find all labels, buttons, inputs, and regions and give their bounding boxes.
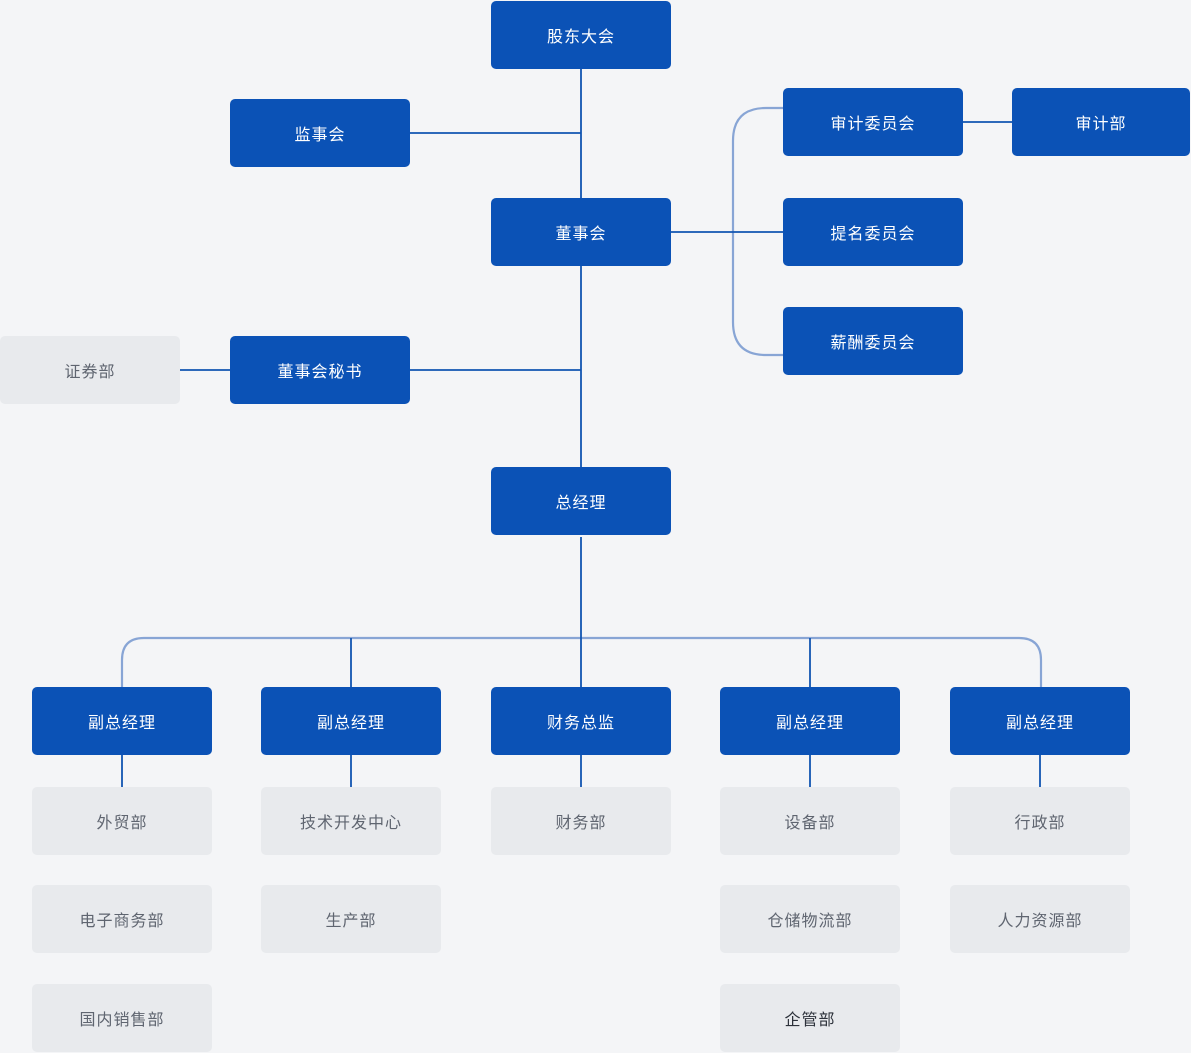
org-node-nomination-committee[interactable]: 提名委员会: [783, 198, 963, 266]
org-node-supervisory-board[interactable]: 监事会: [230, 99, 410, 167]
org-node-domestic-sales[interactable]: 国内销售部: [32, 984, 212, 1052]
node-label: 副总经理: [87, 715, 156, 732]
node-label: 董事会秘书: [277, 364, 363, 381]
node-label: 电子商务部: [79, 913, 165, 930]
org-node-remuneration-committee[interactable]: 薪酬委员会: [783, 307, 963, 375]
org-node-deputy-gm-2[interactable]: 副总经理: [261, 687, 441, 755]
node-label: 财务总监: [546, 715, 615, 732]
org-node-warehouse-logistics[interactable]: 仓储物流部: [720, 885, 900, 953]
node-label: 仓储物流部: [767, 913, 853, 930]
org-node-enterprise-mgmt[interactable]: 企管部: [720, 984, 900, 1052]
org-node-foreign-trade[interactable]: 外贸部: [32, 787, 212, 855]
node-label: 证券部: [64, 364, 116, 381]
node-label: 副总经理: [1005, 715, 1074, 732]
org-node-finance[interactable]: 财务部: [491, 787, 671, 855]
node-label: 行政部: [1014, 815, 1066, 832]
node-label: 监事会: [294, 127, 346, 144]
node-label: 技术开发中心: [299, 815, 402, 832]
node-label: 股东大会: [546, 29, 615, 46]
org-node-administration[interactable]: 行政部: [950, 787, 1130, 855]
node-label: 董事会: [555, 226, 607, 243]
org-node-deputy-gm-3[interactable]: 副总经理: [720, 687, 900, 755]
org-node-securities-department[interactable]: 证券部: [0, 336, 180, 404]
node-label: 企管部: [784, 1012, 836, 1029]
org-node-board-of-directors[interactable]: 董事会: [491, 198, 671, 266]
node-label: 国内销售部: [79, 1012, 165, 1029]
node-label: 副总经理: [316, 715, 385, 732]
node-label: 设备部: [784, 815, 836, 832]
node-label: 人力资源部: [997, 913, 1083, 930]
org-node-production[interactable]: 生产部: [261, 885, 441, 953]
org-node-audit-department[interactable]: 审计部: [1012, 88, 1190, 156]
org-node-ecommerce[interactable]: 电子商务部: [32, 885, 212, 953]
org-node-audit-committee[interactable]: 审计委员会: [783, 88, 963, 156]
node-label: 生产部: [325, 913, 377, 930]
org-node-tech-center[interactable]: 技术开发中心: [261, 787, 441, 855]
org-node-shareholders-meeting[interactable]: 股东大会: [491, 1, 671, 69]
node-label: 副总经理: [775, 715, 844, 732]
org-node-deputy-gm-1[interactable]: 副总经理: [32, 687, 212, 755]
node-label: 提名委员会: [830, 226, 916, 243]
node-label: 薪酬委员会: [830, 335, 916, 352]
node-label: 外贸部: [96, 815, 148, 832]
org-node-cfo[interactable]: 财务总监: [491, 687, 671, 755]
node-label: 审计委员会: [830, 116, 916, 133]
org-node-equipment[interactable]: 设备部: [720, 787, 900, 855]
org-node-deputy-gm-4[interactable]: 副总经理: [950, 687, 1130, 755]
org-node-general-manager[interactable]: 总经理: [491, 467, 671, 535]
org-node-board-secretary[interactable]: 董事会秘书: [230, 336, 410, 404]
node-label: 审计部: [1075, 116, 1127, 133]
node-label: 财务部: [555, 815, 607, 832]
node-label: 总经理: [555, 495, 607, 512]
org-node-human-resources[interactable]: 人力资源部: [950, 885, 1130, 953]
